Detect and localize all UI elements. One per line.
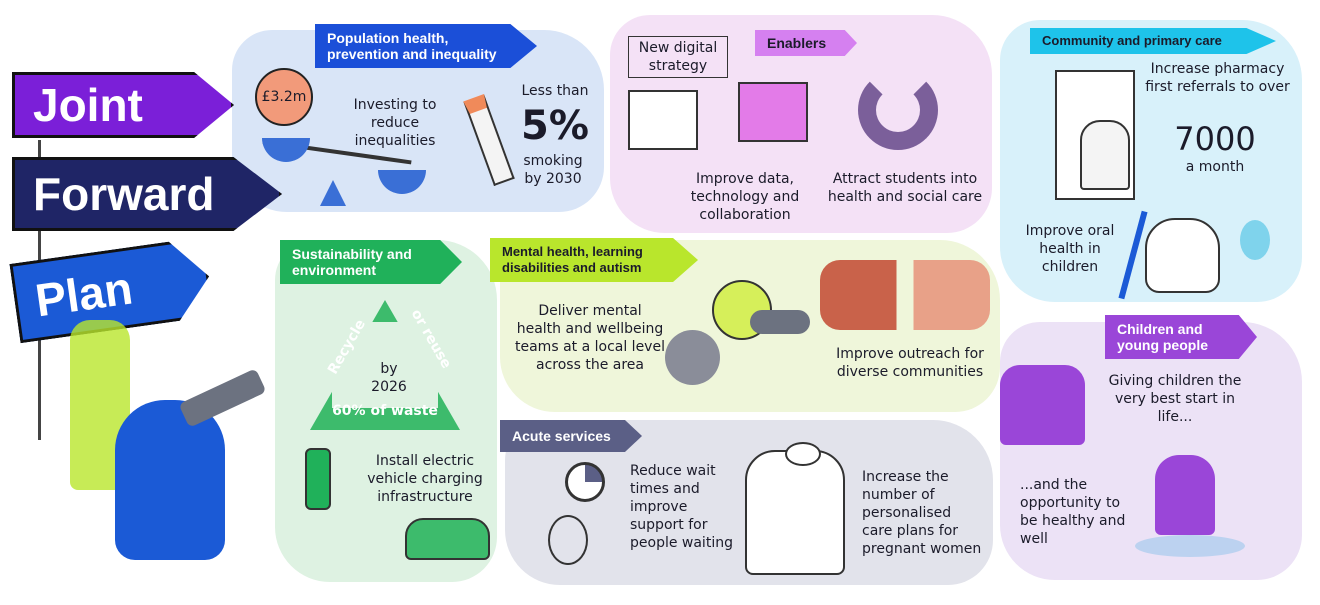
- cloud-icon: [750, 310, 810, 334]
- enablers-heading: Enablers: [755, 30, 857, 56]
- magnet-icon: [858, 70, 938, 150]
- doctor-portrait-icon: [738, 82, 808, 142]
- digital-strategy-text: New digital strategy: [628, 36, 728, 78]
- person-thinking-icon: [665, 330, 720, 385]
- coin-icon: £3.2m: [255, 68, 313, 126]
- tooth-fairy-icon: [1240, 220, 1270, 260]
- community-heading: Community and primary care: [1030, 28, 1276, 54]
- ev-charger-icon: [305, 448, 331, 510]
- population-heading: Population health, prevention and inequa…: [315, 24, 537, 68]
- mental-heading: Mental health, learning disabilities and…: [490, 238, 698, 282]
- woman-telescope-illustration-icon: [115, 400, 225, 560]
- acute-heading: Acute services: [500, 420, 642, 452]
- healthy-text: ...and the opportunity to be healthy and…: [1020, 477, 1126, 547]
- smoking-text: smoking by 2030: [523, 153, 583, 187]
- hands-reaching-icon: [820, 260, 990, 330]
- investing-text: Investing to reduce inequalities: [353, 97, 437, 149]
- pharmacy-number: 7000: [1174, 120, 1256, 158]
- joint-sign: Joint: [12, 72, 234, 138]
- students-text: Attract students into health and social …: [827, 171, 983, 205]
- parent-child-icon: [1000, 365, 1085, 445]
- sustainability-heading: Sustainability and environment: [280, 240, 462, 284]
- pharmacy-per-month: a month: [1185, 159, 1245, 175]
- data-tech-text: Improve data, technology and collaborati…: [690, 171, 800, 223]
- less-than-text: Less than: [521, 83, 589, 99]
- best-start-text: Giving children the very best start in l…: [1108, 373, 1242, 425]
- outreach-text: Improve outreach for diverse communities: [836, 346, 984, 380]
- waste-text: 60% of waste: [332, 403, 438, 419]
- child-jumping-puddle-icon: [1155, 455, 1215, 535]
- five-percent-text: 5%: [521, 103, 589, 149]
- midwife-consultation-icon: [745, 450, 845, 575]
- care-plans-text: Increase the number of personalised care…: [862, 469, 982, 557]
- oral-health-text: Improve oral health in children: [1025, 223, 1115, 275]
- car-icon: [405, 518, 490, 560]
- teams-text: Deliver mental health and wellbeing team…: [515, 303, 665, 373]
- children-heading: Children and young people: [1105, 315, 1257, 359]
- pharmacy-text: Increase pharmacy first referrals to ove…: [1145, 61, 1290, 95]
- wheelchair-patient-icon: [548, 515, 588, 565]
- telescope-icon: [178, 368, 267, 428]
- forward-sign: Forward: [12, 157, 282, 231]
- speech-bubble-icon: [785, 442, 821, 466]
- by-2026-text: by 2026: [371, 361, 407, 395]
- puddle-splash-icon: [1135, 535, 1245, 557]
- ev-text: Install electric vehicle charging infras…: [367, 453, 483, 505]
- tooth-icon: [1145, 218, 1220, 293]
- pharmacist-icon: [1080, 120, 1130, 190]
- wait-times-text: Reduce wait times and improve support fo…: [630, 463, 733, 551]
- laptop-icon: [628, 90, 698, 150]
- stopwatch-icon: [565, 462, 605, 502]
